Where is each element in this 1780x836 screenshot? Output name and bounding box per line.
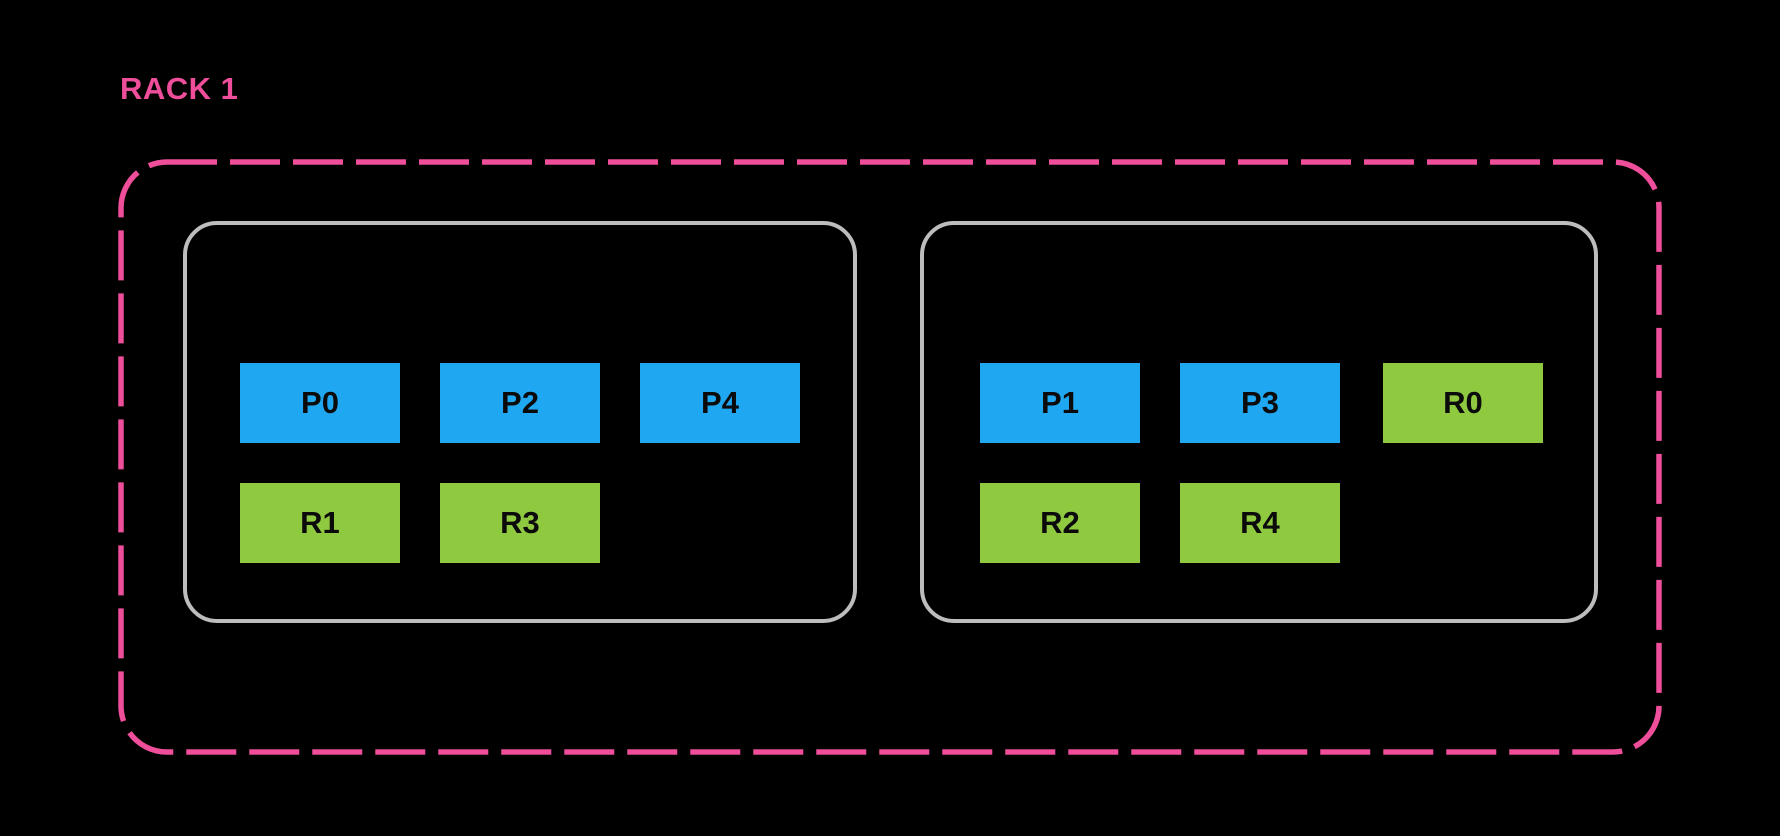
node-box-1: P0 P2 P4 R1 R3 — [183, 221, 857, 623]
node-box-2: P1 P3 R0 R2 R4 — [920, 221, 1598, 623]
shard-p2: P2 — [440, 363, 600, 443]
shard-r3: R3 — [440, 483, 600, 563]
shard-r4: R4 — [1180, 483, 1340, 563]
shard-p3: P3 — [1180, 363, 1340, 443]
shard-p4: P4 — [640, 363, 800, 443]
shard-p0: P0 — [240, 363, 400, 443]
rack-boundary-dashed-border — [118, 159, 1662, 755]
rack-title: RACK 1 — [120, 71, 239, 106]
shard-r0: R0 — [1383, 363, 1543, 443]
shard-r2: R2 — [980, 483, 1140, 563]
shard-r1: R1 — [240, 483, 400, 563]
shard-p1: P1 — [980, 363, 1140, 443]
